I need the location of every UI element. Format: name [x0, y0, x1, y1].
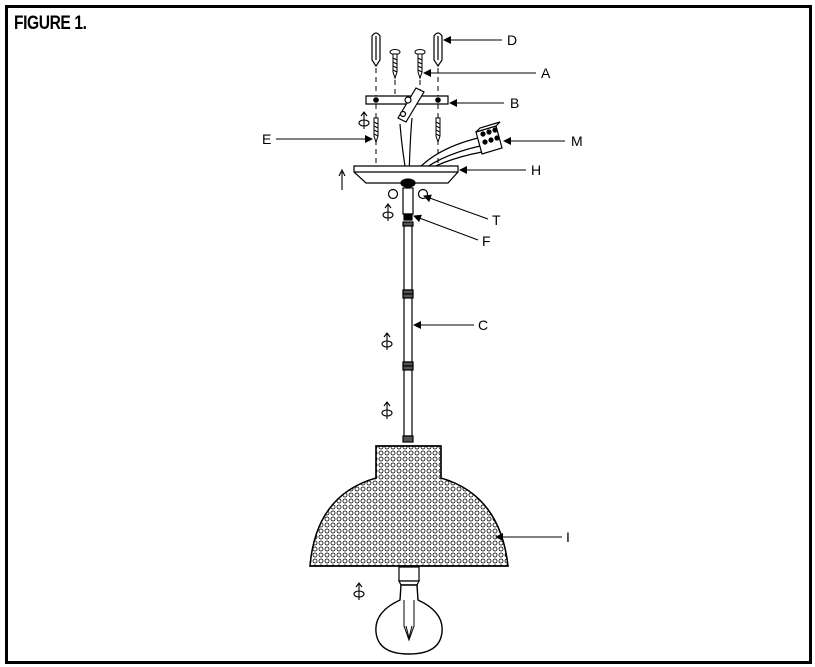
- terminal-block: [475, 121, 503, 155]
- label-i: I: [566, 529, 570, 545]
- cord-grip: [400, 178, 416, 188]
- label-f: F: [482, 233, 491, 249]
- bulb-socket: [398, 566, 420, 586]
- label-a: A: [541, 65, 551, 81]
- canopy: [353, 165, 459, 200]
- screw-right: [414, 49, 426, 80]
- fitting: [402, 187, 414, 221]
- label-c: C: [478, 317, 488, 333]
- leader-lines: [276, 36, 565, 541]
- rotation-icon: [358, 111, 370, 129]
- light-bulb: [375, 584, 443, 655]
- perforated-shade: [309, 445, 509, 567]
- mounting-screw-left: [373, 117, 379, 144]
- label-h: H: [531, 162, 541, 178]
- mounting-screw-right: [435, 117, 441, 144]
- rotation-icon: [381, 401, 393, 419]
- label-b: B: [510, 95, 519, 111]
- wall-anchor-right: [433, 32, 443, 68]
- rotation-icon: [353, 582, 365, 600]
- figure-title: FIGURE 1.: [14, 13, 87, 34]
- rotation-icon: [381, 332, 393, 350]
- rotation-icons: [338, 111, 394, 600]
- label-t: T: [492, 212, 501, 228]
- label-m: M: [571, 133, 583, 149]
- screw-left: [389, 49, 401, 80]
- label-e: E: [262, 131, 271, 147]
- wall-anchor-left: [371, 32, 381, 68]
- mounting-bracket: [365, 87, 449, 123]
- up-arrow-icon: [338, 168, 346, 190]
- label-d: D: [507, 32, 517, 48]
- alignment-lines: [375, 68, 439, 175]
- downrods: [402, 221, 414, 443]
- rotation-icon: [382, 203, 394, 221]
